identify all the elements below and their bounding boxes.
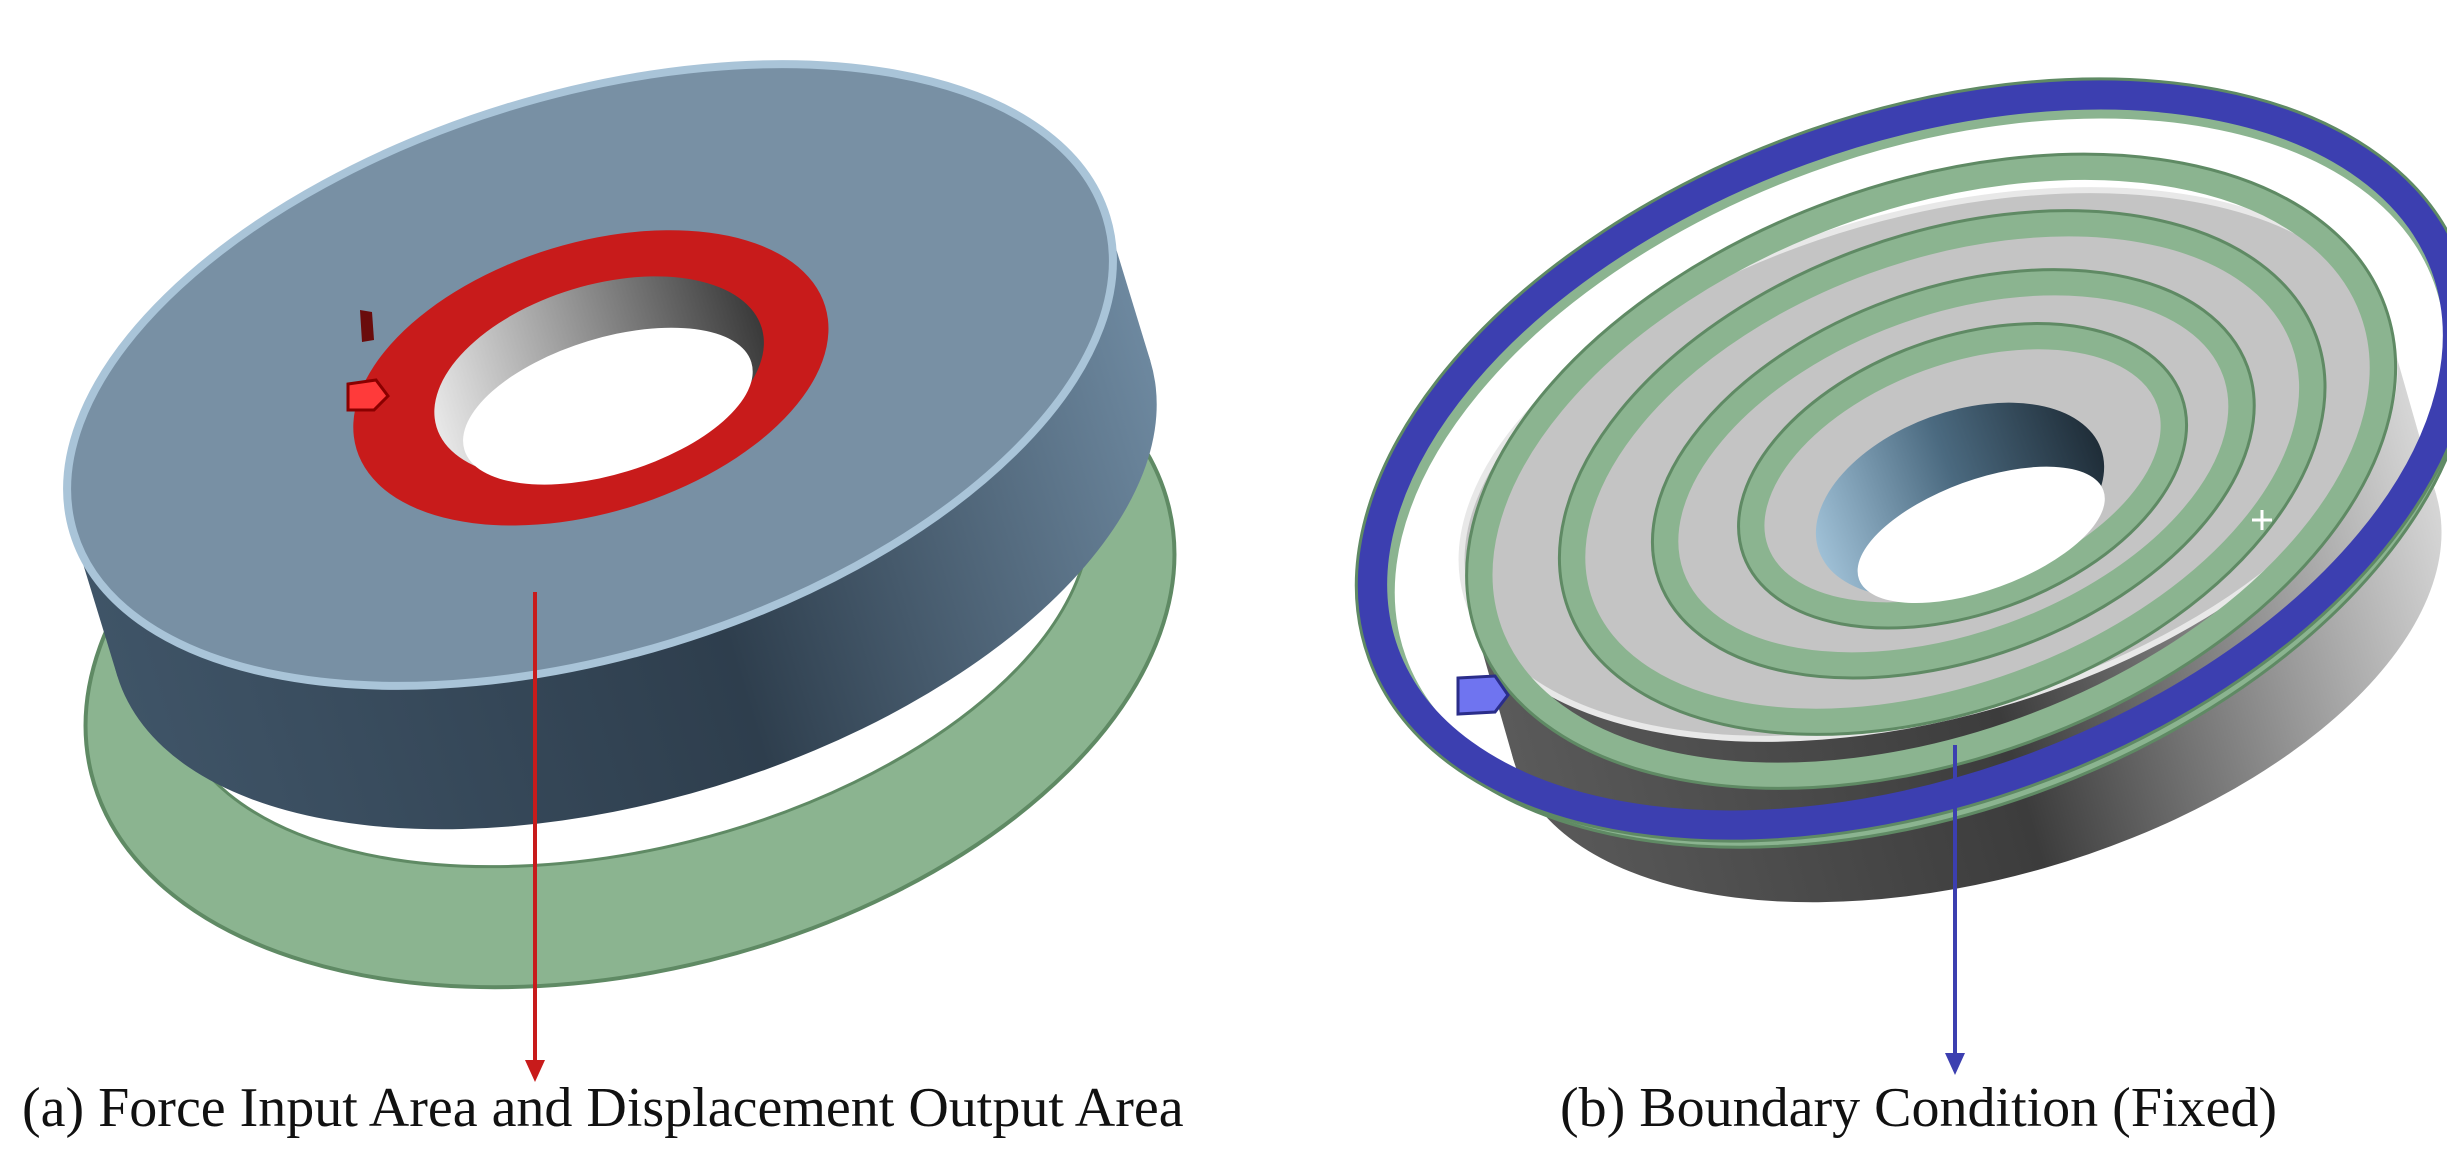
crosshair-icon — [2252, 510, 2272, 530]
red-pentagon-marker-icon — [346, 310, 390, 412]
panel-a-disk-side — [63, 60, 1157, 830]
panel-b-callout-arrow — [1945, 745, 1965, 1075]
panel-a-model — [63, 60, 1177, 1082]
fixed-boundary-ring — [1354, 77, 2447, 843]
panel-a-caption: (a) Force Input Area and Displacement Ou… — [22, 1077, 1184, 1139]
panel-a-callout-arrow — [525, 592, 545, 1082]
panel-b-model — [1354, 77, 2447, 1075]
panel-b-caption: (b) Boundary Condition (Fixed) — [1560, 1077, 2278, 1139]
panel-b-center-hole — [1815, 402, 2105, 604]
blue-pentagon-marker-icon — [1456, 674, 1510, 716]
